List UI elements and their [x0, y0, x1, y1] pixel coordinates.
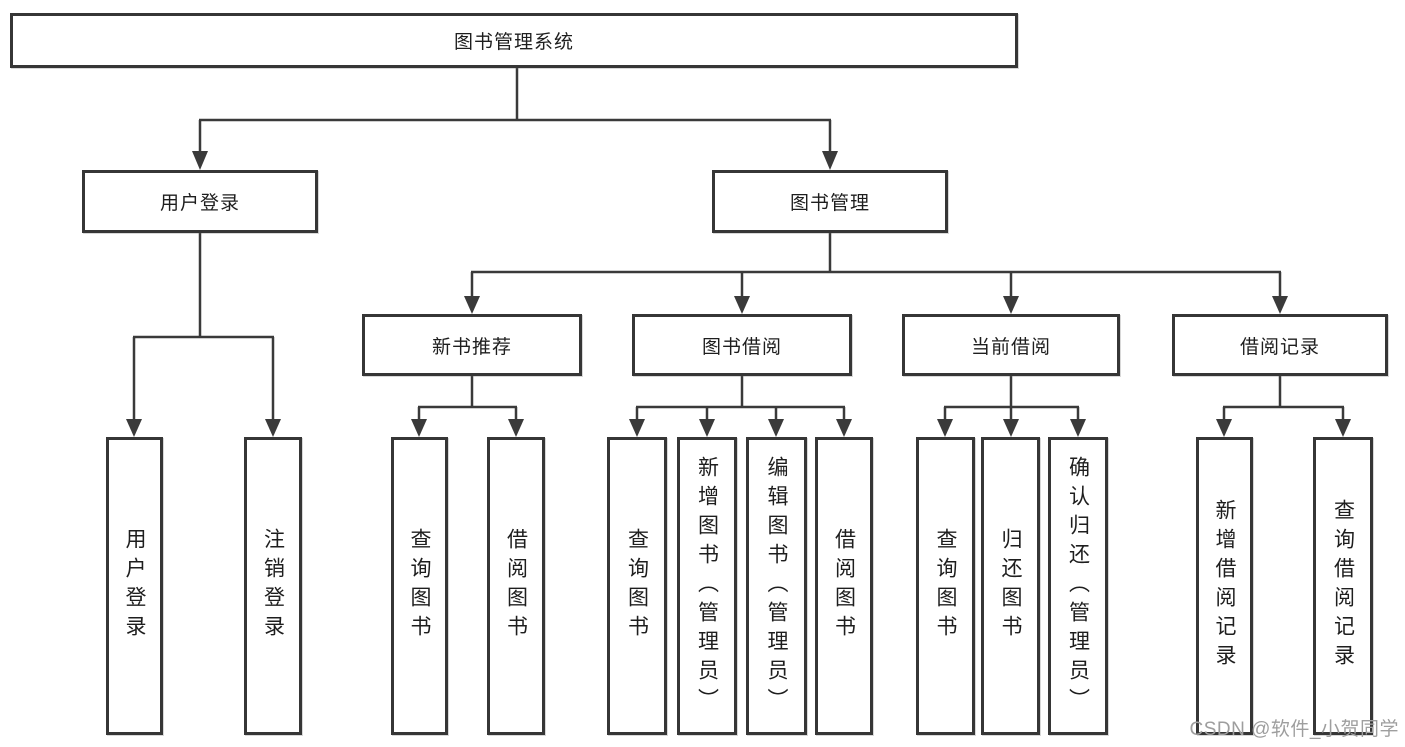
node-br-query-record: 查询借阅记录	[1313, 437, 1373, 735]
node-new-book-rec: 新书推荐	[362, 314, 582, 376]
node-rec-borrow-books-label: 借阅图书	[504, 528, 528, 644]
node-br-add-record: 新增借阅记录	[1196, 437, 1253, 735]
node-cb-confirm-return-label: 确认归还（管理员）	[1066, 455, 1090, 717]
node-book-mgmt: 图书管理	[712, 170, 948, 233]
node-root: 图书管理系统	[10, 13, 1018, 68]
node-cb-query-books: 查询图书	[916, 437, 975, 735]
node-cb-confirm-return: 确认归还（管理员）	[1048, 437, 1108, 735]
node-current-borrow: 当前借阅	[902, 314, 1120, 376]
node-bb-borrow-books-label: 借阅图书	[832, 528, 856, 644]
node-borrow-record-label: 借阅记录	[1239, 336, 1320, 358]
node-bb-query-books-label: 查询图书	[625, 528, 649, 644]
node-logout-leaf-label: 注销登录	[261, 528, 285, 644]
node-login-leaf: 用户登录	[106, 437, 163, 735]
node-root-label: 图书管理系统	[453, 32, 574, 53]
node-br-query-record-label: 查询借阅记录	[1331, 499, 1355, 673]
node-cb-query-books-label: 查询图书	[934, 528, 957, 644]
node-bb-edit-books-label: 编辑图书（管理员）	[765, 455, 788, 717]
node-bb-borrow-books: 借阅图书	[815, 437, 873, 735]
node-book-borrow: 图书借阅	[632, 314, 852, 376]
node-new-book-rec-label: 新书推荐	[431, 336, 512, 358]
node-borrow-record: 借阅记录	[1172, 314, 1388, 376]
node-bb-edit-books: 编辑图书（管理员）	[746, 437, 807, 735]
node-login-leaf-label: 用户登录	[123, 528, 146, 644]
connector-arrowheads	[126, 151, 1351, 437]
node-rec-query-books: 查询图书	[391, 437, 448, 735]
node-bb-add-books: 新增图书（管理员）	[677, 437, 737, 735]
connector-paths	[132, 68, 1345, 421]
node-book-mgmt-label: 图书管理	[789, 193, 870, 214]
node-user-login-label: 用户登录	[159, 193, 240, 214]
node-cb-return-books: 归还图书	[981, 437, 1040, 735]
node-cb-return-books-label: 归还图书	[999, 528, 1022, 644]
node-logout-leaf: 注销登录	[244, 437, 302, 735]
node-current-borrow-label: 当前借阅	[970, 336, 1051, 358]
node-bb-add-books-label: 新增图书（管理员）	[695, 455, 719, 717]
node-rec-query-books-label: 查询图书	[408, 528, 431, 644]
node-user-login: 用户登录	[82, 170, 318, 233]
watermark-text: CSDN @软件_小贺同学	[1189, 719, 1399, 740]
node-book-borrow-label: 图书借阅	[701, 336, 782, 358]
node-br-add-record-label: 新增借阅记录	[1213, 499, 1236, 673]
node-rec-borrow-books: 借阅图书	[487, 437, 545, 735]
node-bb-query-books: 查询图书	[607, 437, 667, 735]
